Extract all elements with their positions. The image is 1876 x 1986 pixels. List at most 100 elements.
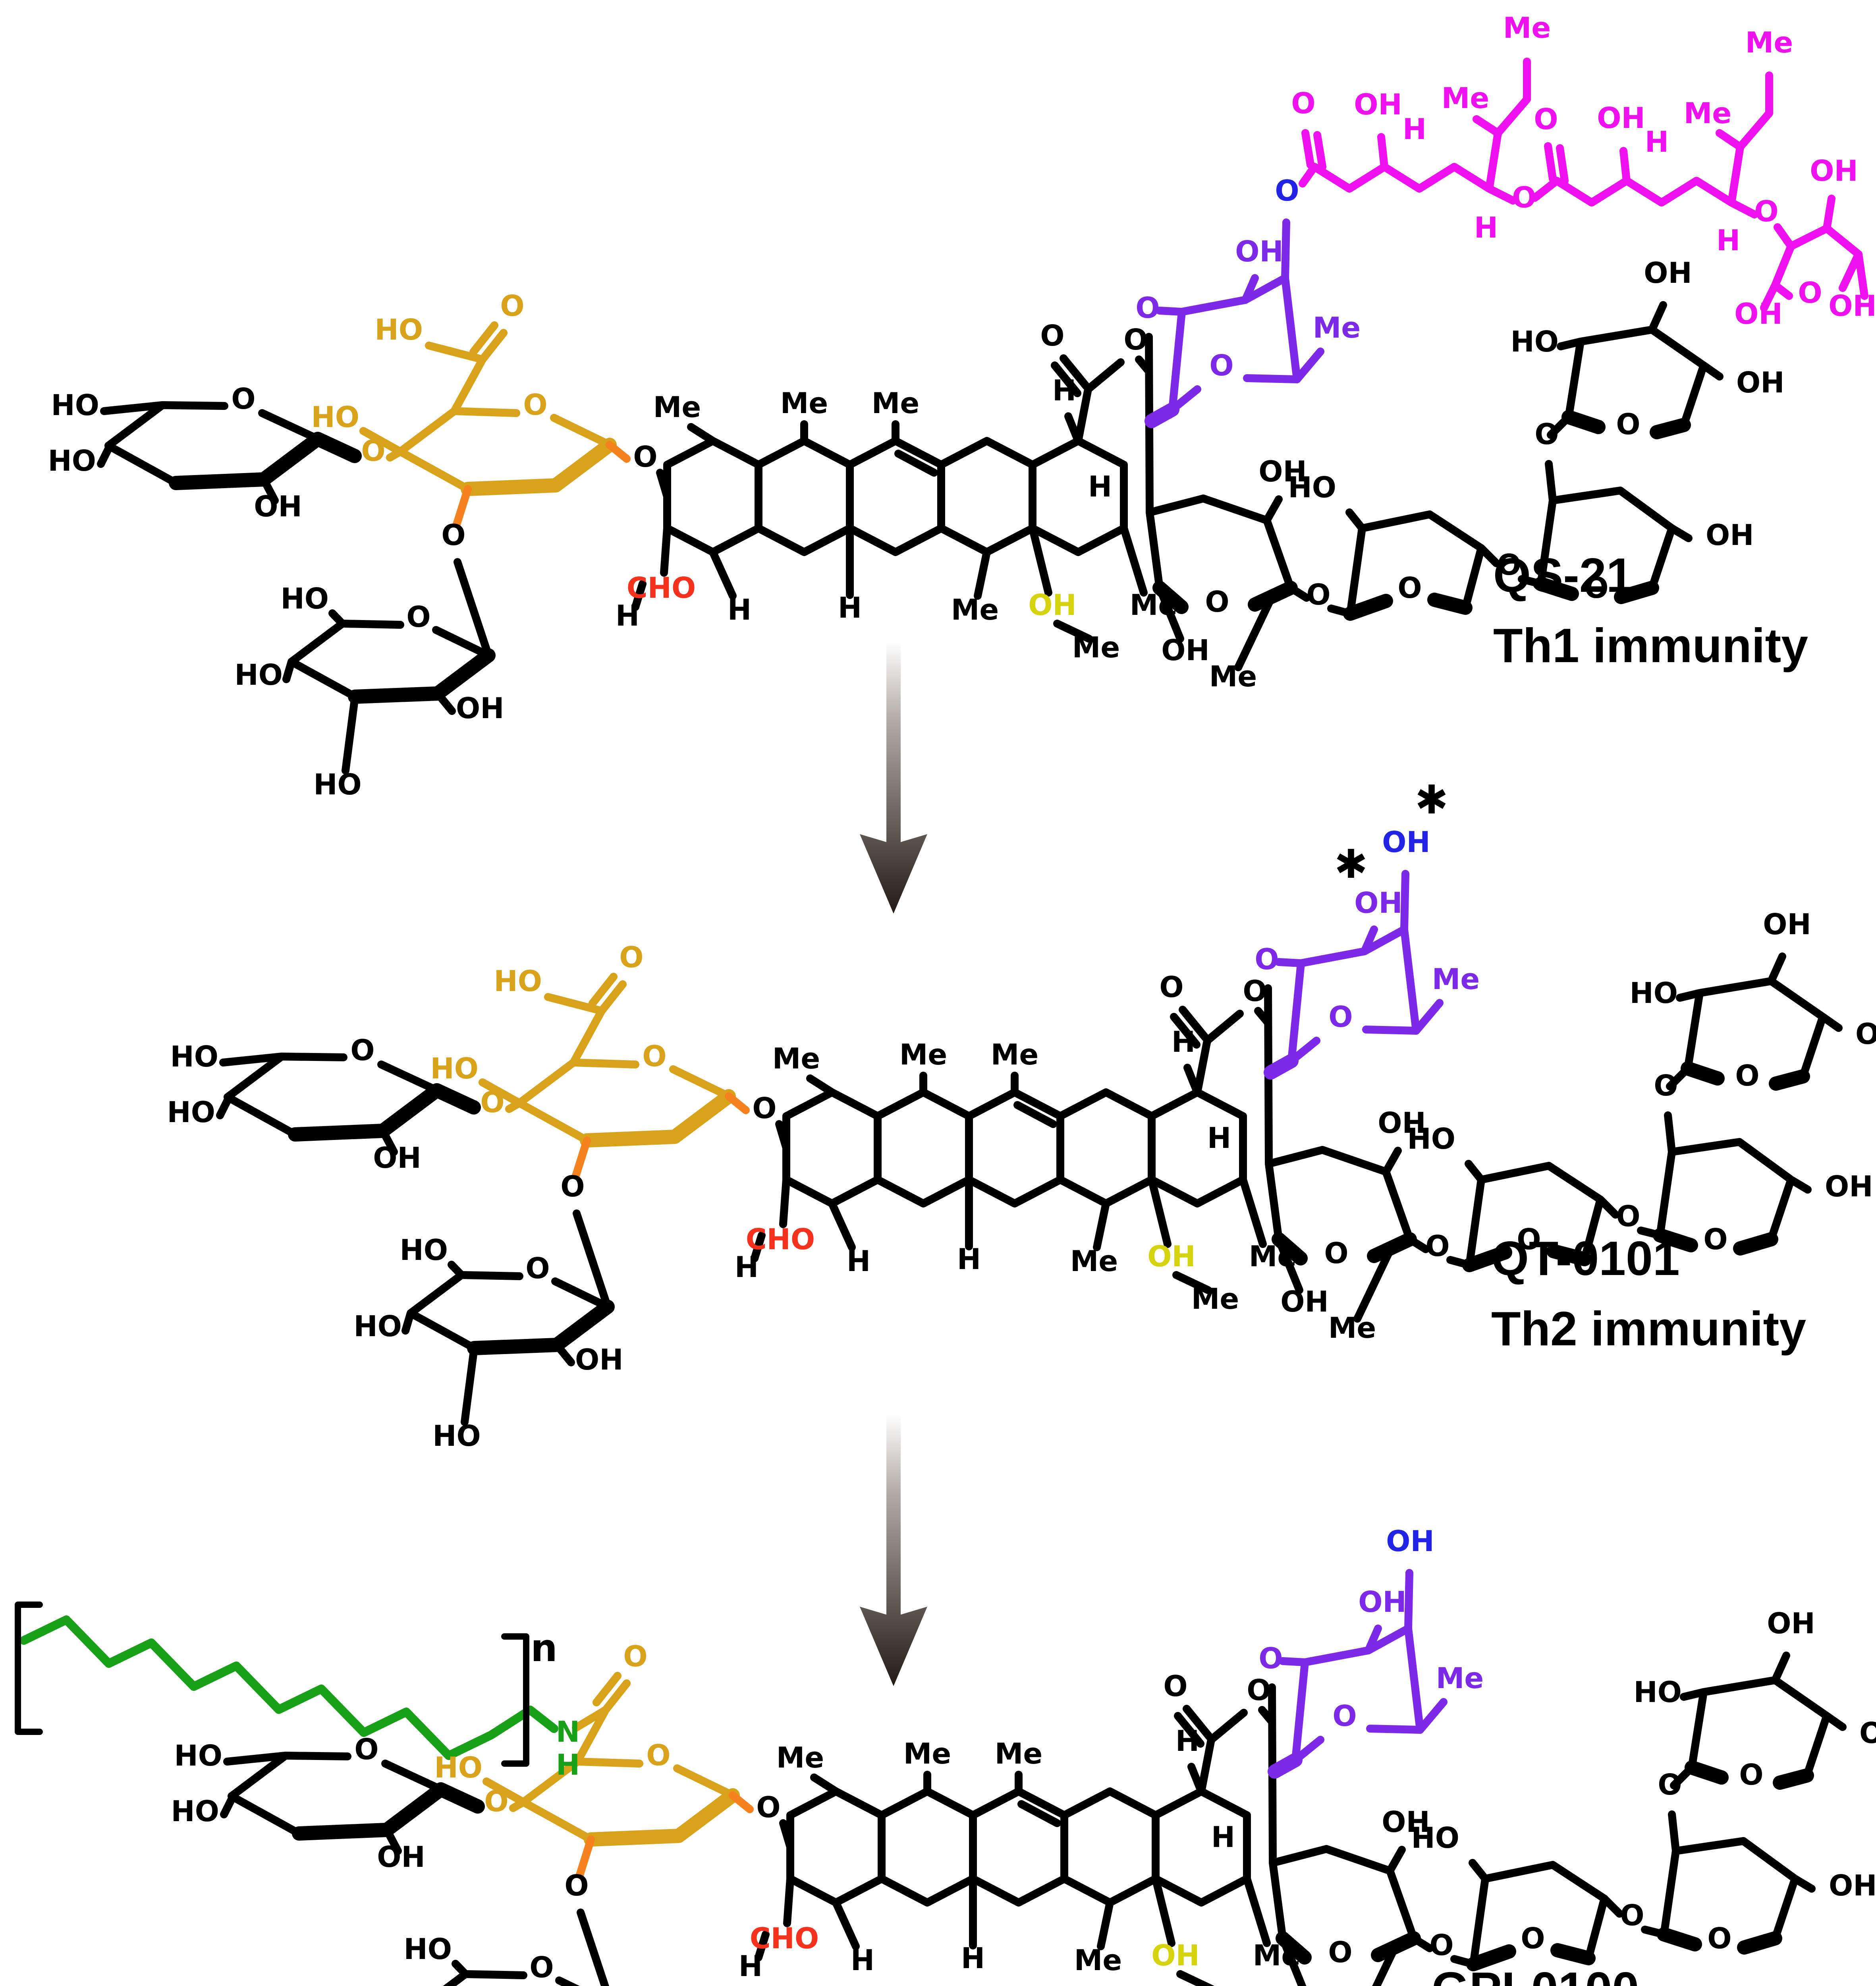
atom-label: O [406,600,430,634]
atom-label: OH [377,1840,425,1874]
atom-label: Me [991,1038,1038,1071]
atom-label: O [1040,319,1064,352]
atom-label: OH [1828,289,1876,323]
atom-label: Me [1745,26,1793,59]
atom-label: O [1209,349,1233,382]
atom-label: H [735,1250,759,1284]
atom-label: OH [1706,518,1754,552]
atom-label: OH [1382,825,1430,859]
atom-label: CHO [746,1223,815,1256]
atom-label: O [1703,1223,1727,1256]
atom-label: H [556,1748,580,1781]
atom-label: O [633,440,657,473]
atom-label: H [1645,125,1669,158]
atom-label: Me [1249,1240,1297,1273]
atom-label: O [1306,578,1330,611]
atom-label: Me [1253,1939,1301,1972]
atom-label: H [1172,1025,1195,1059]
atom-label: HO [235,658,283,692]
atom-label: HO [1630,976,1678,1010]
label-qs21: QS-21 Th1 immunity [1493,540,1808,681]
atom-label: H [1088,470,1112,503]
atom-label: H [1403,112,1426,146]
atom-label: OH [1378,1106,1426,1140]
atom-label: Me [1209,660,1257,693]
atom-label: O [480,1086,504,1119]
atom-label: O [642,1039,666,1073]
atom-label: O [523,388,547,421]
panel-gpi0100-labels: HOHOOOHOHOOOOOOHOHOOHHOMeCHOHHMeMeHMeOHM… [171,1524,1876,1986]
atom-label: O [1163,1669,1187,1703]
atom-label: O [623,1640,647,1673]
atom-label: HO [171,1795,219,1828]
atom-label: O [560,1170,585,1203]
panel-gpi0100-structure [15,1573,1843,1986]
atom-label: OH [456,692,504,725]
atom-label: HO [1511,325,1559,358]
atom-label: HO [313,768,361,801]
atom-label: H [728,593,751,626]
atom-label: Me [1130,588,1177,622]
atom-label: O [1512,181,1536,214]
atom-label: OH [1767,1607,1815,1640]
atom-label: O [1707,1922,1731,1955]
label-qt0101: QT-0101 Th2 immunity [1491,1223,1806,1364]
atom-label: O [619,941,643,974]
atom-label: OH [254,490,302,523]
atom-label: H [1175,1724,1199,1758]
atom-label: O [646,1739,670,1772]
atom-label: HO [174,1739,222,1772]
atom-label: HO [167,1095,215,1129]
atom-label: OH [1147,1240,1195,1273]
atom-label: O [1159,970,1183,1004]
atom-label: O [354,1733,378,1766]
atom-label: Me [653,390,701,424]
atom-label: HO [48,444,96,477]
atom-label: H [1474,211,1498,244]
atom-label: H [961,1942,985,1975]
atom-label: Me [1684,97,1731,130]
atom-label: HO [1407,1122,1455,1155]
atom-label: O [1275,174,1299,207]
atom-label: O [1654,1069,1678,1102]
atom-label: O [564,1869,589,1902]
atom-label: O [1332,1699,1357,1733]
atom-label: OH [1736,366,1784,399]
atom-label: O [1135,291,1160,325]
atom-label: OH [1859,1716,1876,1750]
atom-label: Me [1195,1981,1243,1986]
atom-label: O [1324,1236,1348,1270]
atom-label: Me [1328,1311,1376,1345]
atom-label: OH [1382,1805,1430,1839]
atom-label: O [1255,943,1279,976]
atom-label: H [851,1943,874,1977]
immunity-type: Th1 immunity [1493,618,1808,672]
atom-label: HO [375,313,423,346]
atom-label: O [1205,585,1229,618]
atom-label: CHO [750,1922,819,1955]
atom-label: HO [170,1040,218,1073]
atom-label: Me [1436,1661,1484,1695]
atom-label: OH [1358,1585,1406,1619]
atom-label: OH [1763,908,1811,941]
label-gpi0100: GPI-0100 Th2→Th1→Th2 immunity [1432,1954,1787,1986]
atom-label: OH [1644,256,1692,290]
acyl-chain-magenta [1299,58,1868,312]
atom-label: H [1716,224,1740,257]
atom-label: O [361,434,385,468]
atom-label: Me [872,386,919,420]
atom-label: H [1207,1121,1231,1155]
atom-label: O [1429,1928,1453,1962]
atom-label: OH [1597,101,1645,135]
atom-label: Me [780,386,828,420]
atom-label: O [484,1785,508,1818]
atom-label: Me [1072,631,1120,664]
atom-label: OH [1151,1939,1199,1972]
atom-label: Me [995,1737,1042,1770]
atom-label: O [231,382,255,415]
atom-label: HO [404,1932,452,1966]
atom-label: OH [1810,154,1858,187]
atom-label: OH [1354,886,1402,920]
